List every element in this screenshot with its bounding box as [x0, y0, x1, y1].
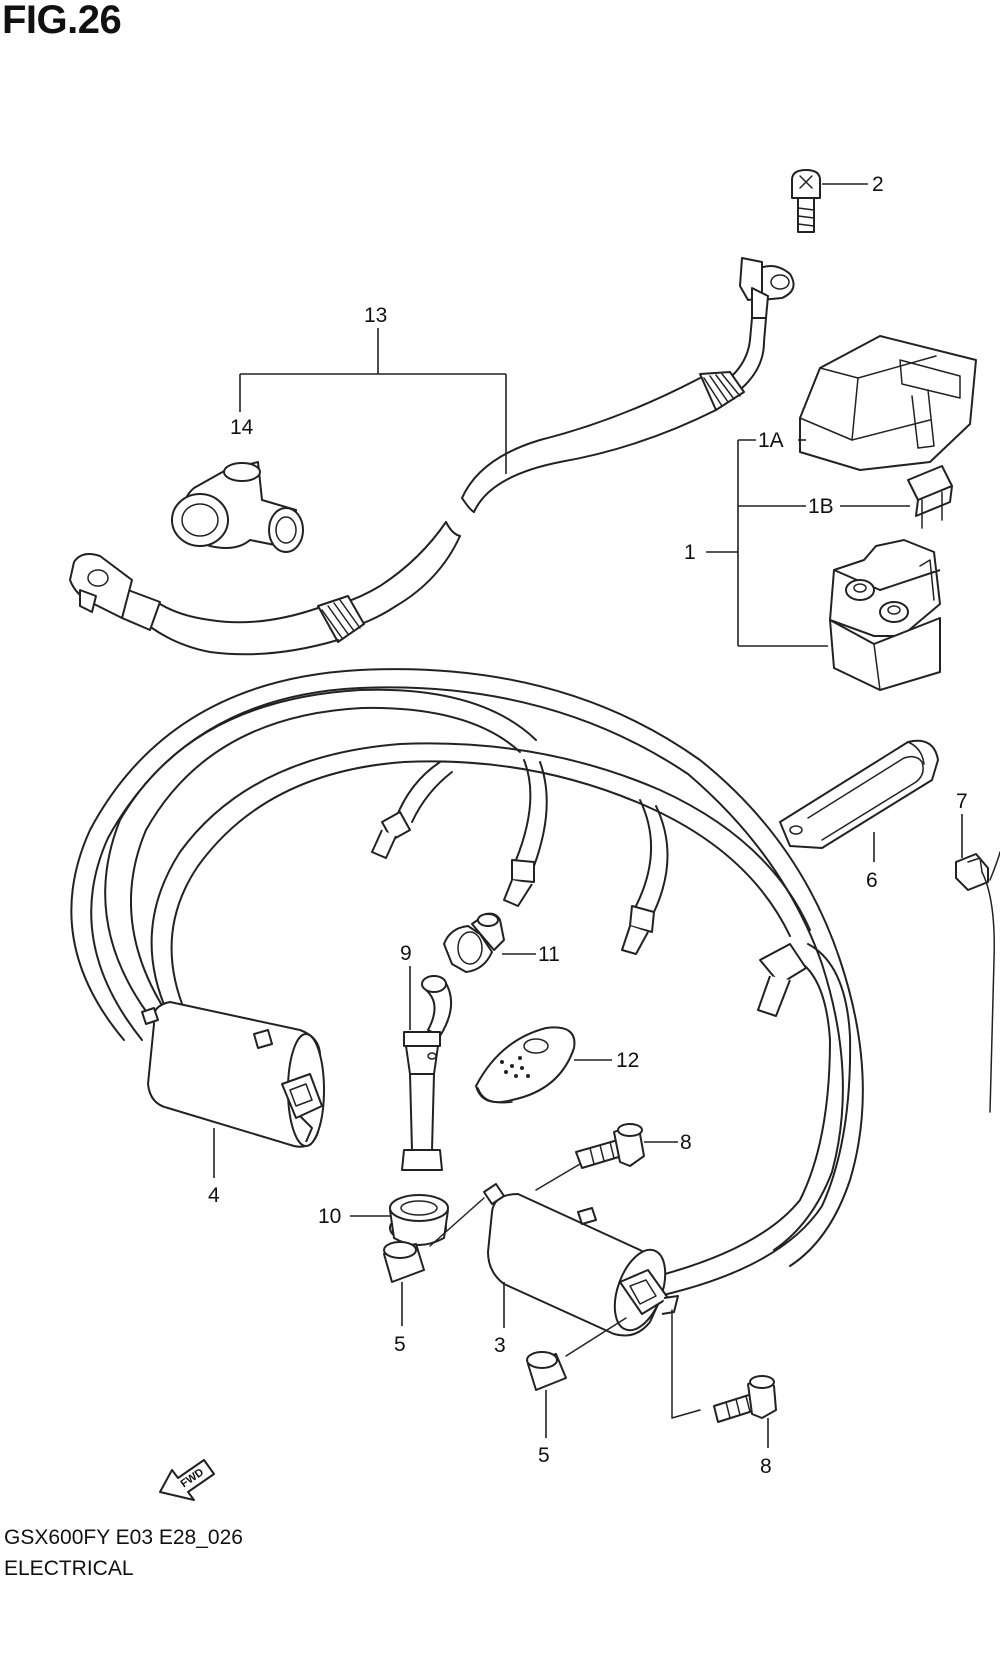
callout-9: 9: [400, 942, 412, 965]
part-1B-fuse[interactable]: [907, 465, 953, 529]
part-11-connector[interactable]: [443, 912, 505, 973]
callout-4: 4: [208, 1184, 220, 1207]
figure-title: FIG.26: [2, 0, 122, 42]
part-10-seal[interactable]: [389, 1194, 449, 1246]
lead-end-caps: [371, 811, 807, 1017]
callout-2: 2: [872, 173, 884, 196]
callout-10: 10: [318, 1205, 341, 1228]
fwd-direction-arrow: FWD: [159, 1459, 215, 1501]
callout-3: 3: [494, 1334, 506, 1357]
part-13-battery-cable[interactable]: [69, 257, 795, 656]
part-2-bolt[interactable]: [791, 169, 821, 233]
callout-8-upper: 8: [680, 1131, 692, 1154]
callout-13: 13: [364, 304, 387, 327]
callout-1: 1: [684, 541, 696, 564]
callout-1A: 1A: [758, 429, 784, 452]
callout-11: 11: [538, 943, 560, 966]
callout-12: 12: [616, 1049, 639, 1072]
part-14-t-joint[interactable]: [171, 461, 304, 553]
part-8-bolt-upper[interactable]: [575, 1123, 645, 1169]
part-3-ignition-coil[interactable]: [483, 1183, 679, 1337]
callout-6: 6: [866, 869, 878, 892]
model-code: GSX600FY E03 E28_026: [4, 1526, 243, 1549]
callout-8-lower: 8: [760, 1455, 772, 1478]
part-9-plug-cap[interactable]: [401, 975, 452, 1171]
callout-14: 14: [230, 416, 254, 439]
part-12-grommet-pad[interactable]: [475, 1026, 576, 1104]
section-name: ELECTRICAL: [4, 1557, 134, 1580]
callout-7: 7: [956, 790, 968, 813]
part-1-starter-relay[interactable]: [829, 539, 941, 691]
part-5-spacer-lower[interactable]: [526, 1351, 567, 1391]
callout-5-left: 5: [394, 1333, 406, 1356]
ignition-lead-harness[interactable]: [70, 668, 864, 1299]
part-4-ignition-coil[interactable]: [141, 1001, 325, 1148]
callout-5-lower: 5: [538, 1444, 550, 1467]
part-8-bolt-lower[interactable]: [713, 1375, 777, 1423]
part-7-wire-clip[interactable]: [955, 851, 1000, 1113]
part-1A-relay-cover[interactable]: [799, 335, 977, 471]
part-5-spacer-left[interactable]: [383, 1241, 425, 1283]
part-6-bracket[interactable]: [779, 739, 939, 849]
callout-1B: 1B: [808, 495, 834, 518]
